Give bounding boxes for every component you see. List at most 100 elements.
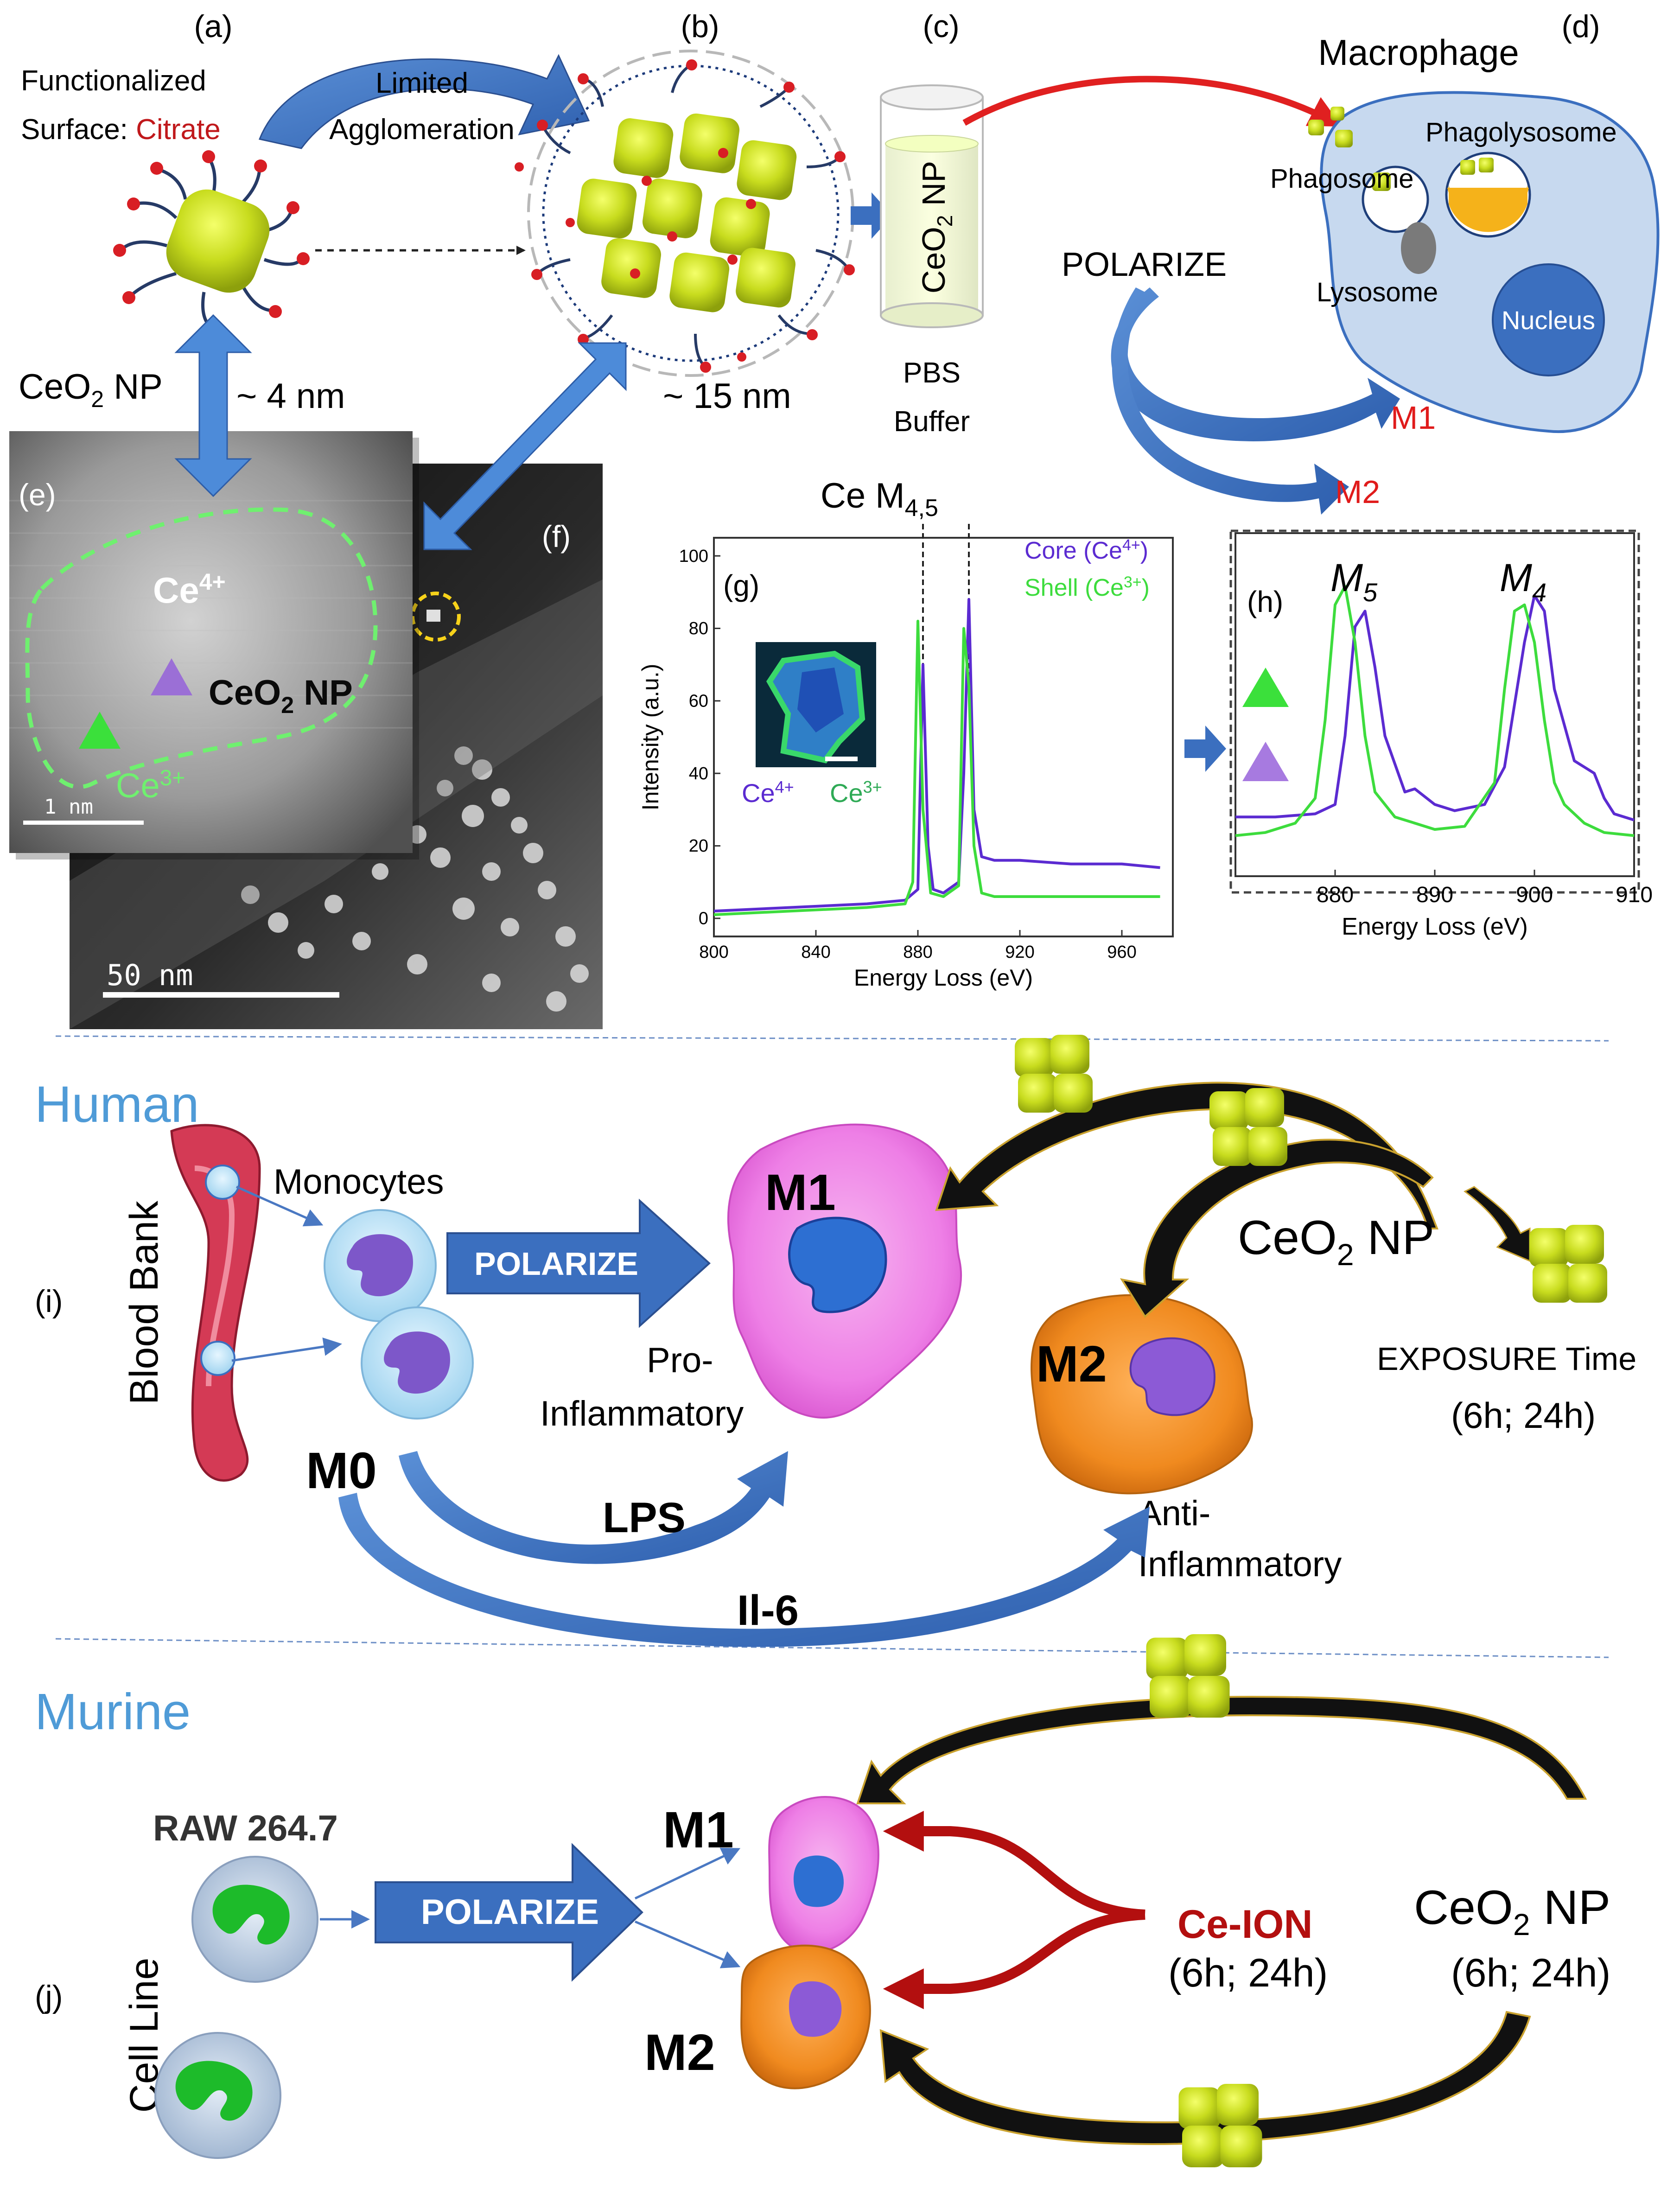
spectrum-y-tick-label: 60 <box>689 691 708 711</box>
polarize-arrow-m2 <box>1112 287 1349 515</box>
zoom-x-tick-label: 910 <box>1616 883 1653 907</box>
murine-m2-text: M2 <box>644 2024 715 2081</box>
zoom-x-tick-label: 890 <box>1416 883 1453 907</box>
murine-polarize-arrow <box>375 1843 643 1982</box>
spectrum-x-tick-label: 880 <box>903 942 932 962</box>
np-label-tem-ceo: CeO <box>209 673 281 713</box>
arrow-g-to-h <box>1184 726 1226 772</box>
murine-np-cluster-1 <box>1146 1634 1230 1718</box>
pro-inflammatory-text: Inflammatory <box>540 1394 744 1433</box>
size-15nm-text: ~ 15 nm <box>663 376 791 416</box>
ce-ion-arrow-m2 <box>883 1910 1145 2009</box>
monocyte-cell-1 <box>324 1209 437 1322</box>
murine-ceo2-arrow-m2 <box>879 2011 1531 2145</box>
legend-core: Core (Ce4+) <box>1025 536 1148 564</box>
lps-text: LPS <box>603 1494 686 1541</box>
human-ceo2-arrow-m2 <box>1120 1139 1434 1318</box>
polarize-arrow-m1 <box>1111 287 1400 441</box>
size-4nm-text: ~ 4 nm <box>236 376 345 416</box>
human-ceo2-arrow-right <box>1464 1186 1531 1262</box>
legend-shell-close: ) <box>1142 574 1150 601</box>
ce3-label: Ce3+ <box>116 766 185 805</box>
top-m1-text: M1 <box>1391 400 1436 436</box>
phagolysosome-text: Phagolysosome <box>1425 117 1617 147</box>
np-label-tem-sub-2: 2 <box>281 692 294 718</box>
spectrum-x-tick-label: 920 <box>1005 942 1034 962</box>
np-label-tem-np: NP <box>294 673 353 713</box>
ce4-label-ce: Ce <box>153 570 199 611</box>
pbs-beaker <box>880 84 984 328</box>
panel-label-b: (b) <box>681 9 719 44</box>
double-arrow-a-e <box>174 314 252 497</box>
raw-cell-2 <box>154 2032 281 2159</box>
monocytes-text: Monocytes <box>274 1162 444 1202</box>
panel-label-f: (f) <box>542 519 571 554</box>
m4-label: M4 <box>1500 556 1546 607</box>
human-ceo2-arrow-m1 <box>935 1082 1438 1229</box>
human-m0-text: M0 <box>306 1442 377 1499</box>
ce-ion-text: Ce-ION <box>1177 1902 1312 1947</box>
human-ceo2-np: NP <box>1354 1211 1434 1265</box>
nucleus <box>1492 263 1605 376</box>
panel-label-d: (d) <box>1561 9 1600 44</box>
human-np-cluster-3 <box>1529 1225 1607 1303</box>
buffer-text: Buffer <box>894 406 970 438</box>
limited-text: Limited <box>375 67 468 99</box>
spectrum-x-tick-label: 800 <box>699 942 728 962</box>
limited-agglomeration-arrow <box>258 54 590 149</box>
ce3-label-sup: 3+ <box>160 766 185 790</box>
human-m1-text: M1 <box>765 1164 836 1221</box>
lps-arrow <box>399 1451 788 1564</box>
legend-core-sup: 4+ <box>1122 536 1140 554</box>
human-polarize-arrow <box>446 1198 711 1328</box>
section-divider-2 <box>55 1638 1609 1658</box>
blood-vessel <box>170 1124 261 1482</box>
murine-ceo2-arrow-m1 <box>856 1695 1587 1804</box>
eels-map-inset <box>756 642 876 767</box>
panel-label-a: (a) <box>194 9 232 44</box>
murine-ceo2-time-text: (6h; 24h) <box>1451 1951 1610 1995</box>
nucleus-text: Nucleus <box>1502 306 1595 335</box>
ceo2-np-left-text: CeO2 NP <box>19 367 163 412</box>
beaker-label: CeO2 NP <box>916 161 957 293</box>
spectrum-title: Ce M4,5 <box>821 476 938 522</box>
spectrum-plot-frame <box>713 537 1174 937</box>
il6-text: Il-6 <box>737 1587 799 1634</box>
inset-ce4-label-sup: 4+ <box>775 777 794 796</box>
citrate-text: Citrate <box>136 114 221 146</box>
pro-text: Pro- <box>647 1341 713 1380</box>
surface-text: Surface: Citrate <box>21 114 221 146</box>
anti-inflammatory-text: Inflammatory <box>1138 1545 1342 1584</box>
spectrum-y-tick-label: 0 <box>699 909 708 929</box>
human-ceo2-sub-2: 2 <box>1337 1237 1354 1272</box>
m5-label-m: M <box>1330 556 1363 599</box>
internalized-particles <box>1308 107 1353 147</box>
murine-ceo2-text: CeO2 NP <box>1414 1881 1610 1942</box>
ceo2-np-left-ceo: CeO <box>19 367 91 407</box>
zoom-x-tick-label: 900 <box>1516 883 1553 907</box>
murine-title: Murine <box>35 1683 191 1740</box>
ce4-triangle-marker <box>151 658 192 695</box>
blood-bank-text: Blood Bank <box>122 1200 166 1405</box>
human-np-cluster-2 <box>1209 1088 1287 1166</box>
section-divider-1 <box>55 1035 1609 1042</box>
polarize-top-text: POLARIZE <box>1062 246 1227 283</box>
zoom-ce4-triangle <box>1242 742 1289 781</box>
spectrum-title-sub: 4,5 <box>905 495 938 522</box>
beaker-label-ceo: CeO <box>916 227 952 293</box>
monocyte-cell-2 <box>361 1306 474 1420</box>
zoom-x-axis-label: Energy Loss (eV) <box>1342 913 1528 940</box>
inset-ce3-label-ce: Ce <box>830 778 863 808</box>
m4-label-m: M <box>1500 556 1532 599</box>
lysosome-text: Lysosome <box>1317 277 1438 307</box>
legend-shell-text: Shell (Ce <box>1025 574 1124 601</box>
top-m2-text: M2 <box>1335 474 1380 510</box>
spectrum-y-tick-label: 80 <box>689 619 708 638</box>
functionalized-text: Functionalized <box>21 65 206 97</box>
zoom-series-core <box>1235 594 1635 821</box>
raw-text: RAW 264.7 <box>153 1808 338 1848</box>
scale-50nm-text: 50 nm <box>107 958 193 992</box>
m5-label: M5 <box>1330 556 1378 607</box>
ce-ion-arrow-m1 <box>883 1811 1145 1920</box>
